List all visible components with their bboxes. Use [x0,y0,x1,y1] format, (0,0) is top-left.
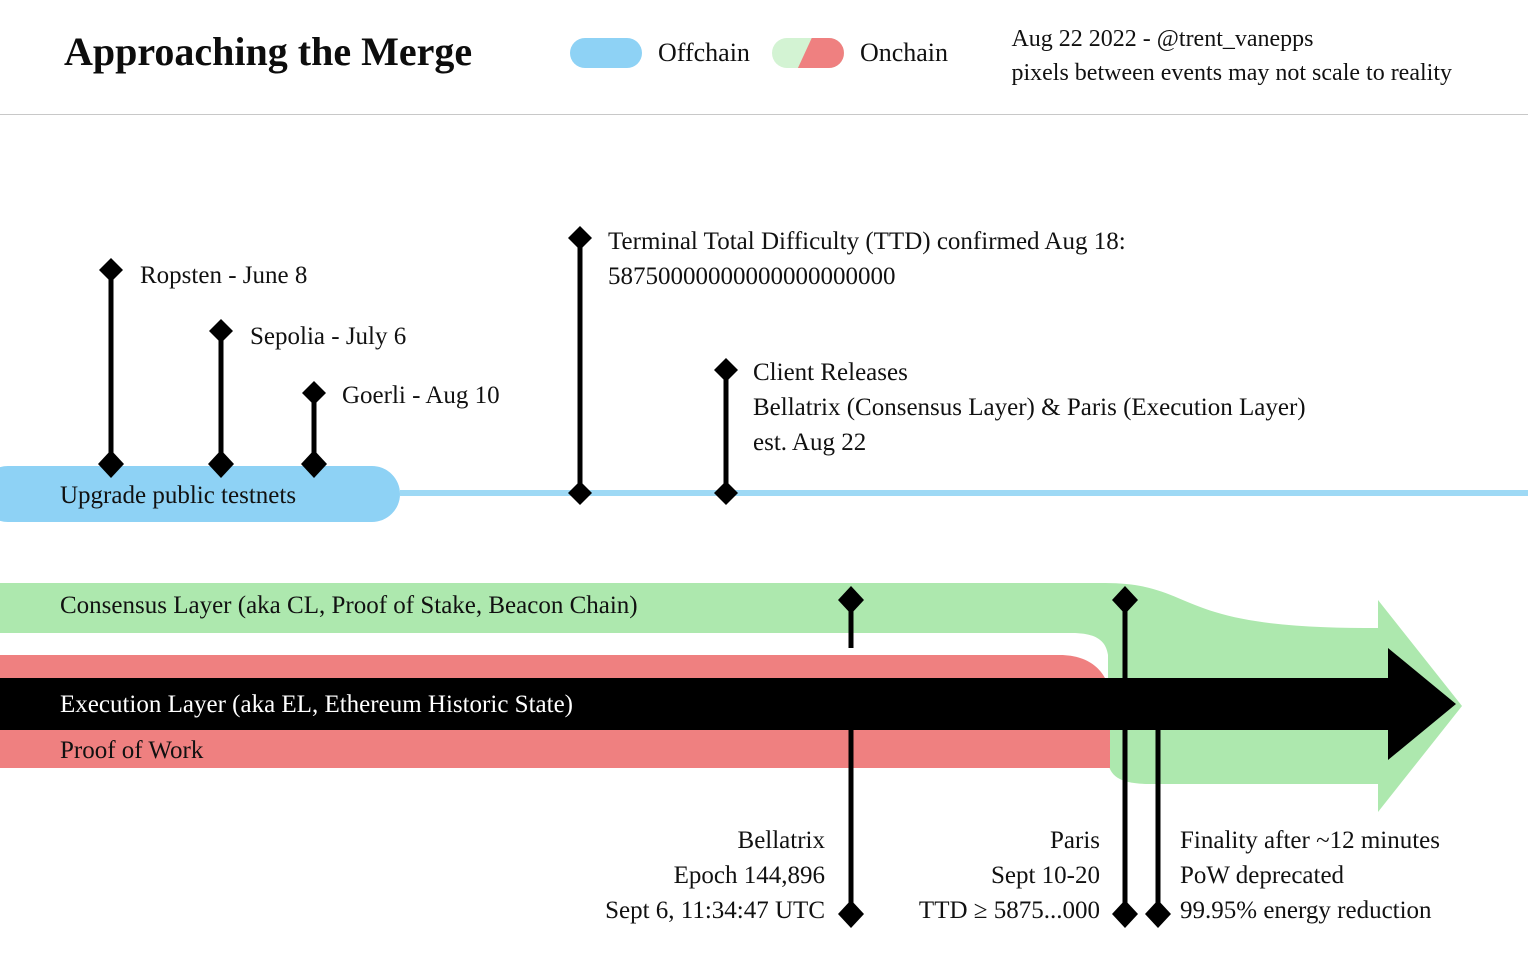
label-client-releases-line1: Client Releases [753,359,908,386]
marker-ropsten [98,258,124,478]
label-client-releases: Client Releases Bellatrix (Consensus Lay… [753,355,1306,460]
execution-layer-arrow [0,648,1456,760]
credit-line-disclaimer: pixels between events may not scale to r… [1011,60,1452,86]
label-client-releases-line2: Bellatrix (Consensus Layer) & Paris (Exe… [753,394,1306,421]
label-upgrade-public-testnets: Upgrade public testnets [60,482,297,509]
annotation-finality: Finality after ~12 minutes PoW deprecate… [1180,823,1440,928]
label-sepolia: Sepolia - July 6 [250,323,407,350]
offchain-lane-line [400,490,1528,496]
label-execution-layer: Execution Layer (aka EL, Ethereum Histor… [60,691,573,718]
marker-sepolia [208,319,234,478]
marker-paris [1112,586,1138,928]
label-ropsten: Ropsten - June 8 [140,262,308,289]
offchain-lane-pill [0,466,400,522]
marker-goerli [301,381,327,478]
label-ttd-value: 58750000000000000000000 [608,263,896,290]
header: Approaching the Merge Offchain Onchain A… [0,0,1528,116]
annotation-bellatrix-line1: Bellatrix [737,827,825,854]
marker-ttd [568,226,592,505]
annotation-finality-line2: PoW deprecated [1180,862,1345,889]
label-consensus-layer: Consensus Layer (aka CL, Proof of Stake,… [60,592,638,619]
annotation-paris: Paris Sept 10-20 TTD ≥ 5875...000 [830,823,1100,928]
onchain-pill-icon [771,38,844,68]
annotation-paris-line3: TTD ≥ 5875...000 [918,897,1100,924]
page-title: Approaching the Merge [64,29,473,74]
offchain-pill-icon [570,38,642,68]
marker-client-releases [714,358,738,505]
legend-label-offchain: Offchain [658,38,750,67]
label-client-releases-line3: est. Aug 22 [753,429,867,456]
credit-line-author: Aug 22 2022 - @trent_vanepps [1011,26,1314,52]
annotation-finality-line1: Finality after ~12 minutes [1180,827,1441,854]
label-proof-of-work: Proof of Work [60,737,204,764]
legend-item-offchain: Offchain [570,38,750,68]
annotation-bellatrix-line3: Sept 6, 11:34:47 UTC [605,897,825,924]
label-ttd-line1: Terminal Total Difficulty (TTD) confirme… [608,228,1126,255]
marker-finality [1145,700,1171,928]
legend-item-onchain: Onchain [771,38,949,68]
legend: Offchain Onchain [570,38,948,68]
annotation-paris-line1: Paris [1050,827,1100,854]
legend-label-onchain: Onchain [859,38,949,67]
annotation-bellatrix: Bellatrix Epoch 144,896 Sept 6, 11:34:47… [520,823,825,928]
header-divider [0,114,1528,115]
credit-block: Aug 22 2022 - @trent_vanepps pixels betw… [1011,22,1452,90]
annotation-finality-line3: 99.95% energy reduction [1180,897,1432,924]
label-ttd: Terminal Total Difficulty (TTD) confirme… [608,224,1126,294]
annotation-bellatrix-line2: Epoch 144,896 [673,862,825,889]
marker-bellatrix [838,586,864,928]
label-goerli: Goerli - Aug 10 [342,382,500,409]
annotation-paris-line2: Sept 10-20 [990,862,1100,889]
